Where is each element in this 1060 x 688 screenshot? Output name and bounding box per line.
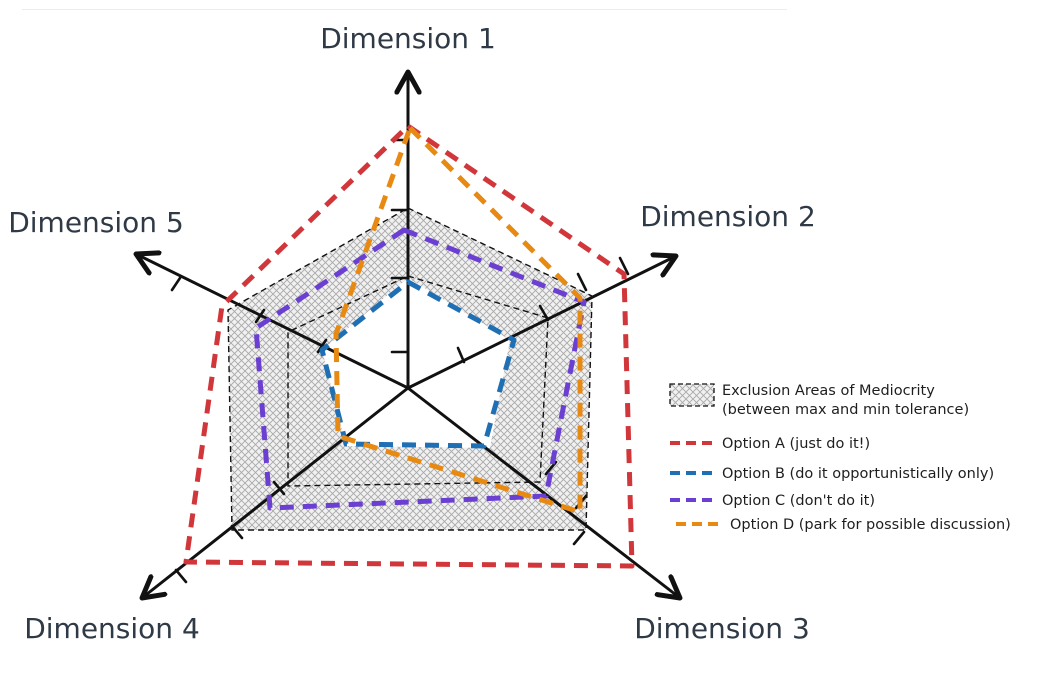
legend-option-c-label: Option C (don't do it) — [722, 493, 875, 509]
exclusion-inner-boundary — [287, 275, 549, 487]
tick — [576, 272, 588, 292]
tick — [572, 530, 586, 546]
top-divider — [22, 9, 787, 10]
tick — [170, 276, 182, 292]
exclusion-outer-boundary — [227, 207, 593, 531]
legend-option-a-label: Option A (just do it!) — [722, 436, 870, 452]
tick — [456, 346, 466, 364]
axis-dimension-3 — [406, 386, 680, 598]
tick — [538, 304, 550, 322]
legend-exclusion-swatch — [669, 383, 715, 407]
axis-dimension-5 — [136, 254, 410, 390]
tick — [254, 308, 266, 324]
legend-option-b-label: Option B (do it opportunistically only) — [722, 466, 994, 482]
axis-dimension-2 — [406, 256, 676, 390]
option-a-polygon — [183, 123, 635, 569]
legend-option-d-label: Option D (park for possible discussion) — [730, 517, 1011, 533]
legend: Exclusion Areas of Mediocrity (between m… — [669, 383, 1011, 533]
option-c-polygon — [253, 227, 587, 511]
tick — [618, 256, 630, 276]
tick — [272, 480, 286, 496]
dimension-5-label: Dimension 5 — [8, 206, 184, 239]
tick — [174, 568, 188, 584]
dimension-1-label: Dimension 1 — [320, 22, 496, 55]
tick — [230, 524, 244, 540]
dimension-2-label: Dimension 2 — [640, 200, 816, 233]
dimension-3-label: Dimension 3 — [634, 612, 810, 645]
option-d-polygon — [333, 125, 583, 515]
tick — [316, 338, 328, 354]
legend-exclusion-line1: Exclusion Areas of Mediocrity — [722, 383, 935, 399]
legend-exclusion-line2: (between max and min tolerance) — [722, 402, 969, 418]
dimension-4-label: Dimension 4 — [24, 612, 200, 645]
